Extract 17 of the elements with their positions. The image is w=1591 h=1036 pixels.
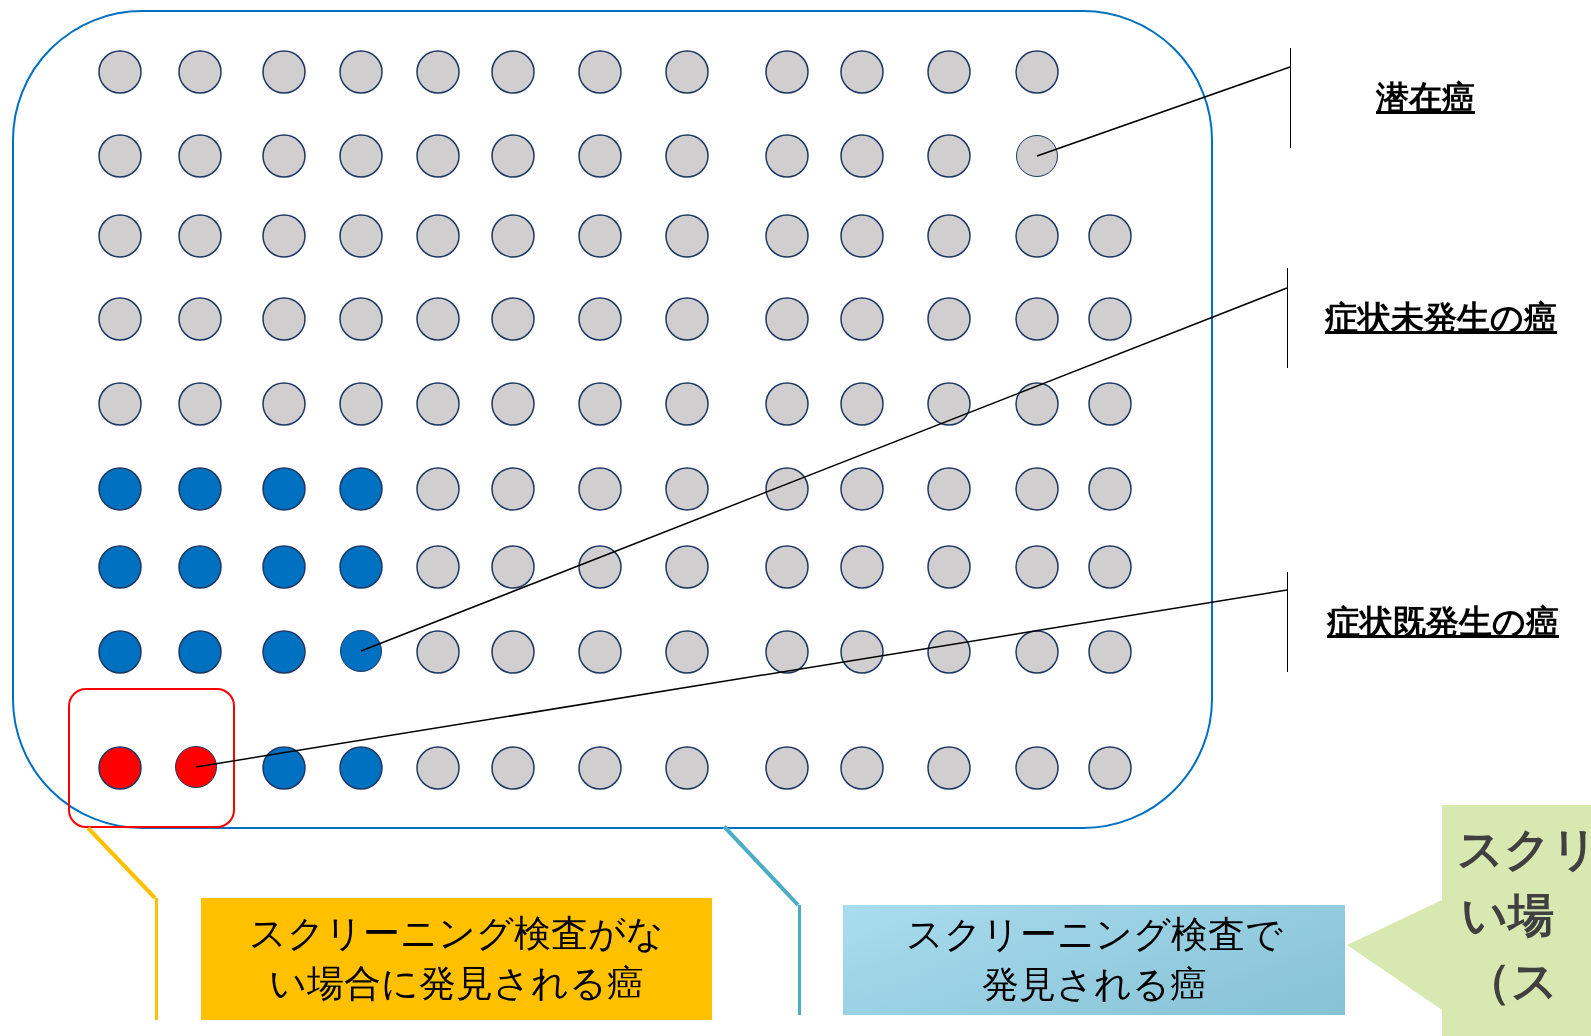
- leader-line: [86, 826, 157, 900]
- category-label: スクリーニング検査で発見される癌: [843, 905, 1345, 1015]
- leader-line: [360, 287, 1288, 652]
- leader-line: [722, 825, 800, 907]
- leader-line: [195, 589, 1288, 768]
- category-label: 症状未発生の癌: [1325, 297, 1557, 339]
- category-label: スクリーニング検査がない場合に発見される癌: [201, 898, 712, 1020]
- callout-shape: [1347, 805, 1591, 1036]
- category-label: 潜在癌: [1376, 77, 1475, 119]
- callout-text: （ス: [1465, 953, 1558, 1010]
- leader-line: [1036, 66, 1291, 157]
- dot: [1015, 134, 1058, 177]
- dot: [339, 629, 382, 672]
- category-label: 症状既発生の癌: [1327, 601, 1559, 643]
- callout-text: スクリ: [1457, 821, 1591, 878]
- dot: [174, 745, 217, 788]
- callout-text: い場: [1461, 887, 1554, 944]
